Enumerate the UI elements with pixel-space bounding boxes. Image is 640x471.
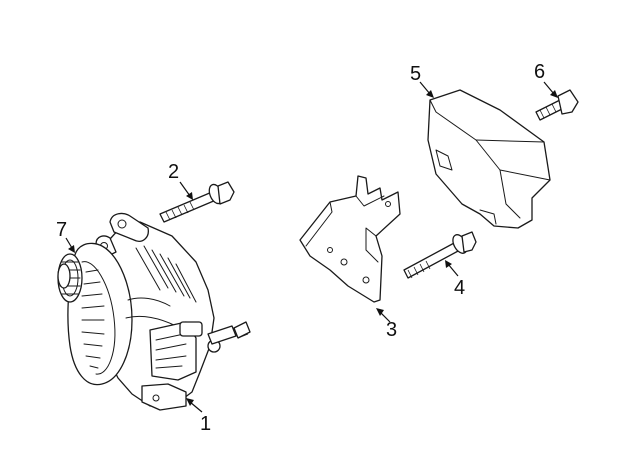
callout-label-4: 4 — [454, 277, 465, 299]
callout-label-3: 3 — [386, 319, 397, 341]
callout-3: 3 — [376, 308, 397, 341]
callout-label-2: 2 — [168, 161, 179, 183]
callout-1: 1 — [186, 398, 211, 435]
callout-5: 5 — [410, 63, 434, 98]
callout-7: 7 — [56, 219, 75, 253]
callout-2: 2 — [168, 161, 193, 200]
cover-bolt — [535, 89, 579, 121]
callout-label-7: 7 — [56, 219, 67, 241]
cover — [427, 89, 551, 229]
mounting-bracket — [299, 175, 401, 303]
callout-4: 4 — [445, 260, 465, 299]
bracket-bolt — [403, 231, 477, 279]
callout-label-1: 1 — [200, 413, 211, 435]
pulley — [57, 253, 83, 303]
callout-label-5: 5 — [410, 63, 421, 85]
callout-label-6: 6 — [534, 61, 545, 83]
alternator-bolt — [159, 181, 235, 223]
callout-6: 6 — [534, 61, 558, 98]
alternator — [57, 212, 251, 411]
